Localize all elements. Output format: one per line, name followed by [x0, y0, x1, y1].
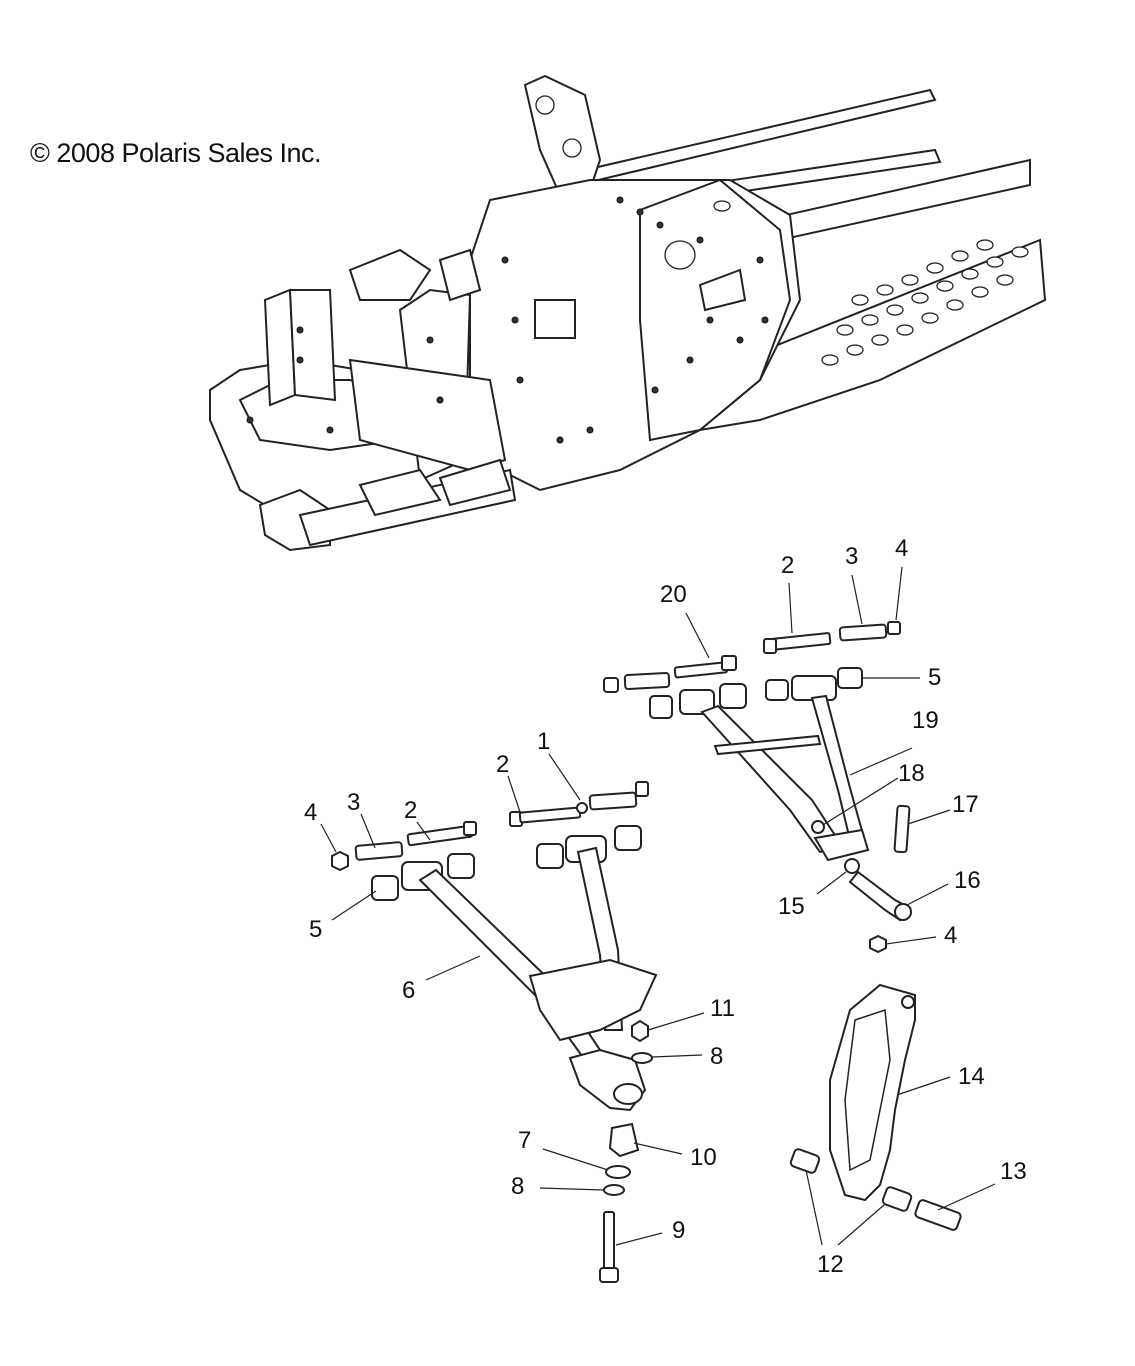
lower-arm-gusset	[528, 958, 658, 1042]
sleeve-upper-left	[623, 672, 671, 690]
nut-4-lower	[869, 934, 887, 954]
nut-upper-left	[603, 677, 619, 693]
callout-4-right: 4	[944, 922, 957, 949]
callout-labels: 20 2 3 4 5 19 18 17 16 15 4 1 2 2 3 4 5 …	[304, 535, 1027, 1278]
pin-17	[893, 804, 911, 854]
callout-8-upper: 8	[710, 1043, 723, 1070]
bushing-5-upper	[837, 667, 863, 689]
nut-4-upper	[887, 621, 901, 635]
callout-1: 1	[537, 728, 550, 755]
bushing-5-lower	[371, 875, 399, 901]
callout-8-lower: 8	[511, 1173, 524, 1200]
fitting-18	[811, 820, 825, 834]
spindle-14	[829, 983, 916, 1202]
callout-2-top: 2	[781, 552, 794, 579]
callout-5-left: 5	[309, 916, 322, 943]
bushing-upper-a	[649, 695, 673, 719]
rivet-dots	[246, 196, 769, 444]
callout-2-mid: 2	[496, 751, 509, 778]
callout-3-top: 3	[845, 543, 858, 570]
callout-3-left: 3	[347, 789, 360, 816]
nut-4-lower-left	[331, 850, 349, 872]
bushing-lower-c	[447, 853, 475, 879]
bolt-20	[673, 661, 729, 679]
bolt-9	[603, 1211, 615, 1273]
callout-5-right: 5	[928, 664, 941, 691]
bolt-head-20	[721, 655, 737, 671]
upper-arm-crossbar	[713, 734, 822, 756]
nut-11	[631, 1019, 649, 1043]
upper-a-arm-assembly	[603, 621, 912, 954]
bushing-lower-d	[536, 843, 564, 869]
sleeve-3-upper	[838, 623, 888, 642]
callout-19: 19	[912, 707, 939, 734]
washer-1	[576, 802, 588, 814]
callout-11: 11	[710, 995, 735, 1022]
leader-lines	[320, 566, 996, 1246]
bushing-lower-f	[614, 825, 642, 851]
callout-17: 17	[952, 791, 979, 818]
nut-15	[844, 858, 860, 874]
tunnel-holes	[821, 239, 1029, 366]
lower-a-arm-assembly	[331, 781, 658, 1283]
callout-4-top: 4	[895, 535, 908, 562]
callout-2-left: 2	[404, 797, 417, 824]
bolt-2-upper	[768, 632, 832, 651]
bushing-upper-c	[719, 683, 747, 709]
bushing-12-left	[789, 1148, 821, 1174]
callout-13: 13	[1000, 1158, 1027, 1185]
callout-15: 15	[778, 893, 805, 920]
callout-16: 16	[954, 867, 981, 894]
nut-lower-right	[635, 781, 649, 797]
spindle-assembly	[789, 983, 962, 1231]
ball-joint-10	[608, 1122, 640, 1158]
callout-9: 9	[672, 1217, 685, 1244]
bolt-2-lower	[406, 824, 474, 847]
bolt-head-2-lower	[463, 821, 477, 836]
snap-ring-7	[605, 1165, 631, 1179]
callout-18: 18	[898, 760, 925, 787]
bushing-upper-d	[765, 679, 789, 701]
copyright-text: © 2008 Polaris Sales Inc.	[30, 138, 322, 168]
callout-7: 7	[518, 1127, 531, 1154]
upper-arm-ball-joint-mount	[813, 828, 870, 862]
callout-14: 14	[958, 1063, 985, 1090]
callout-6: 6	[402, 977, 415, 1004]
bushing-upper-e	[791, 675, 837, 701]
washer-8-upper	[631, 1052, 653, 1064]
callout-10: 10	[690, 1144, 717, 1171]
bolt-2-mid	[518, 806, 582, 824]
chassis-frame	[209, 74, 1047, 552]
washer-8-lower	[603, 1184, 625, 1196]
bolt-head-2-upper	[763, 638, 777, 654]
callout-4-left: 4	[304, 799, 317, 826]
sleeve-lower-right	[588, 791, 638, 811]
sleeve-13	[914, 1199, 962, 1231]
sleeve-3-lower	[354, 841, 404, 861]
bushing-upper-b	[679, 689, 715, 715]
callout-12: 12	[817, 1251, 844, 1278]
callout-20: 20	[660, 581, 687, 608]
bushing-12-right	[881, 1186, 913, 1212]
